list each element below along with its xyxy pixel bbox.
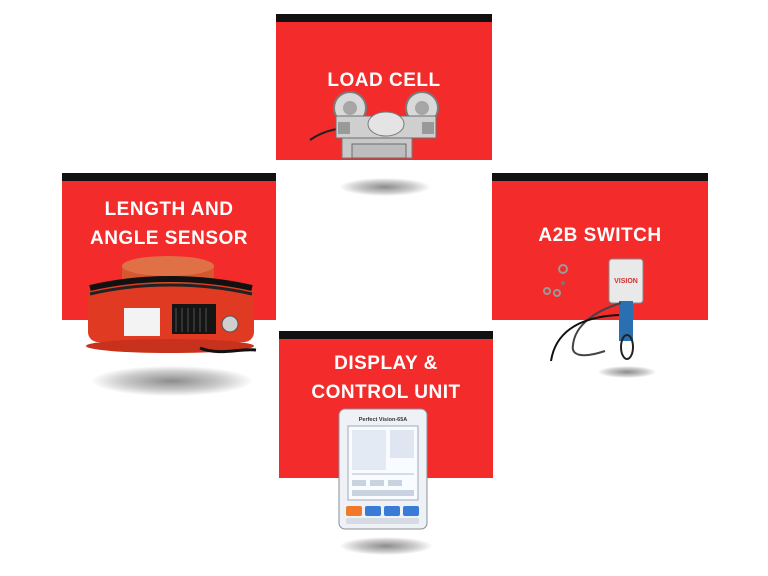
display-unit-shadow — [340, 537, 432, 555]
a2b-switch-shadow — [598, 366, 656, 378]
a2b-switch-title: A2B SWITCH — [538, 225, 662, 246]
a2b-switch-brand: VISION — [614, 278, 638, 285]
a2b-switch-image: VISION — [543, 258, 644, 362]
display-unit-image: Perfect Vision-65A — [338, 408, 428, 530]
load-cell-title: LOAD CELL — [327, 70, 441, 91]
display-screen-title: Perfect Vision-65A — [359, 417, 408, 423]
display-unit-title: DISPLAY & CONTROL UNIT — [311, 353, 461, 403]
length-angle-sensor-shadow — [92, 366, 252, 396]
load-cell-image — [309, 91, 439, 159]
length-angle-sensor-title: LENGTH AND ANGLE SENSOR — [89, 199, 249, 249]
load-cell-shadow — [340, 178, 430, 196]
a2b-switch-card: A2B SWITCH — [492, 173, 708, 320]
length-angle-sensor-image — [86, 256, 257, 354]
